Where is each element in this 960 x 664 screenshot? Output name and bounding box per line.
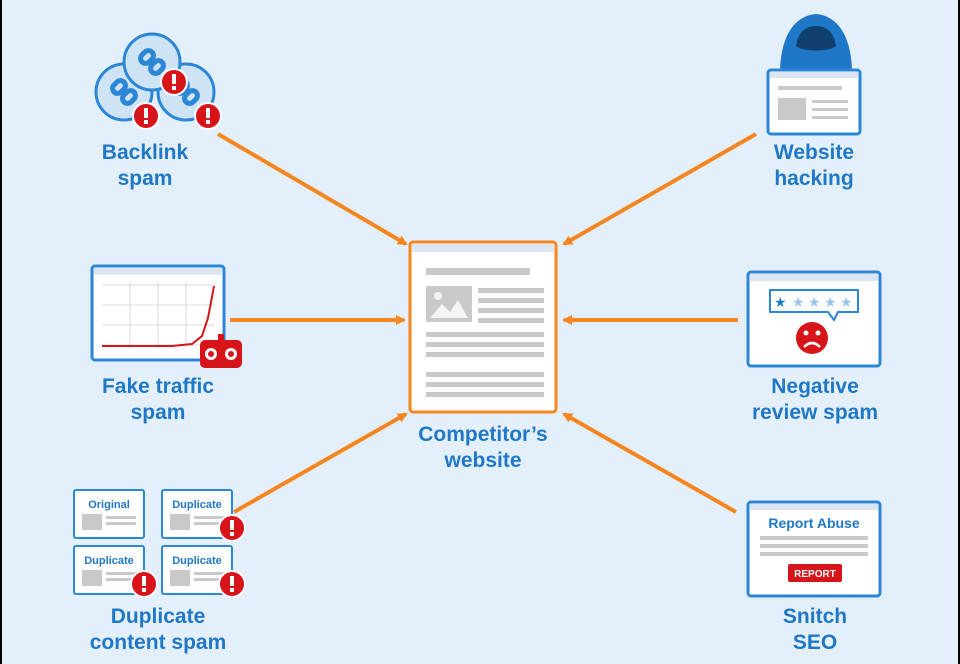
- report-abuse-form-icon: Report Abuse REPORT: [746, 500, 882, 598]
- svg-text:★: ★: [808, 294, 821, 310]
- label-competitors-website: Competitor’s website: [418, 423, 548, 472]
- tile-label: Duplicate: [172, 555, 222, 567]
- hooded-hacker-icon: [766, 14, 862, 136]
- label-negative-review-spam: Negative review spam: [751, 375, 879, 424]
- svg-text:★: ★: [824, 294, 837, 310]
- tile-label: Original: [88, 499, 130, 511]
- report-button-label: REPORT: [794, 569, 836, 580]
- label-fake-traffic-spam: Fake traffic spam: [101, 375, 215, 424]
- arrow-hacking: [562, 132, 757, 246]
- tile-label: Duplicate: [172, 499, 222, 511]
- duplicate-tile: Original: [73, 489, 145, 539]
- chain-link-alert-icon: [94, 32, 222, 130]
- label-duplicate-content-spam: Duplicate content spam: [89, 605, 227, 654]
- svg-text:★: ★: [840, 294, 853, 310]
- label-snitch-seo: Snitch SEO: [782, 605, 848, 654]
- svg-text:★: ★: [774, 294, 787, 310]
- label-website-hacking: Website hacking: [773, 141, 855, 190]
- arrow-duplicate: [233, 412, 408, 514]
- arrow-snitch: [562, 412, 737, 514]
- tile-label: Duplicate: [84, 555, 134, 567]
- duplicate-tile: Duplicate: [161, 489, 233, 539]
- traffic-spike-robot-icon: [90, 264, 242, 368]
- report-form-title: Report Abuse: [768, 515, 859, 531]
- label-backlink-spam: Backlink spam: [101, 141, 189, 190]
- one-star-review-icon: ★ ★ ★ ★ ★: [746, 270, 882, 368]
- web-page-icon: [408, 240, 558, 414]
- arrow-backlink: [216, 132, 408, 246]
- duplicate-tile: Duplicate: [73, 545, 145, 595]
- duplicate-pages-icon: Original Duplicate Duplicate Duplicate: [73, 489, 246, 598]
- svg-text:★: ★: [792, 294, 805, 310]
- report-button: [788, 564, 842, 582]
- duplicate-tile: Duplicate: [161, 545, 233, 595]
- arrows: [216, 132, 757, 514]
